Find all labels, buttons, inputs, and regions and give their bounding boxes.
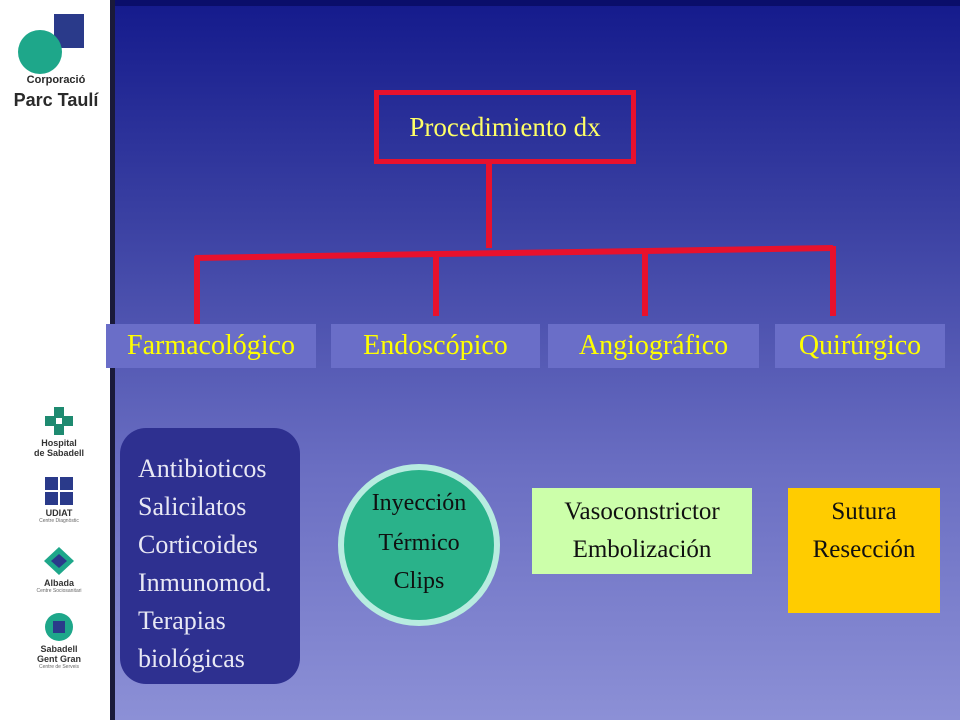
branch-farmacologico: Farmacológico	[106, 324, 316, 368]
albada-diamond-icon	[44, 547, 74, 575]
hospital-cross-icon	[45, 407, 73, 435]
sidebar	[0, 0, 112, 720]
farmacologico-list-box: Antibioticos Salicilatos Corticoides Inm…	[120, 428, 300, 684]
branch-angiografico: Angiográfico	[548, 324, 759, 368]
list-item: biológicas	[138, 644, 245, 673]
angiografico-item: Vasoconstrictor	[564, 498, 720, 525]
list-item: Salicilatos	[138, 492, 247, 521]
gent-gran-circle-icon	[45, 613, 73, 641]
institution-albada: Albada Centre Sociosanitari	[18, 546, 100, 595]
top-strip	[115, 0, 960, 6]
institution-name: Hospital	[41, 438, 77, 448]
institution-name: UDIAT	[45, 508, 73, 518]
connector-horizontal	[194, 245, 834, 261]
angiografico-box	[532, 488, 752, 574]
list-item: Corticoides	[138, 530, 258, 559]
institution-subtitle: Centre Sociosanitari	[36, 588, 82, 594]
institution-name: Sabadell	[40, 644, 78, 654]
list-item: Inmunomod.	[138, 568, 272, 597]
logo-line1: Corporació	[26, 74, 86, 86]
endoscopico-item: Inyección	[371, 490, 467, 516]
institution-name: de Sabadell	[33, 448, 85, 458]
list-item: Terapias	[138, 606, 226, 635]
udiat-grid-icon	[45, 477, 73, 505]
quirurgico-item: Resección	[812, 536, 916, 563]
institution-name: Albada	[43, 578, 74, 588]
root-node: Procedimiento dx	[374, 90, 636, 164]
branch-quirurgico: Quirúrgico	[775, 324, 945, 368]
institution-udiat: UDIAT Centre Diagnòstic	[18, 476, 100, 525]
list-item: Antibioticos	[138, 454, 267, 483]
institution-sabadell-gent-gran: Sabadell Gent Gran Centre de Serveis	[18, 612, 100, 671]
angiografico-item: Embolización	[572, 536, 712, 563]
quirurgico-box	[788, 488, 940, 613]
institution-name: Gent Gran	[36, 654, 81, 664]
logo-mark-icon	[18, 14, 84, 74]
institution-subtitle: Centre Diagnòstic	[39, 518, 79, 524]
institution-subtitle: Centre de Serveis	[38, 664, 80, 670]
branch-endoscopico: Endoscópico	[331, 324, 540, 368]
endoscopico-item: Clips	[393, 568, 445, 594]
institution-hospital-sabadell: Hospital de Sabadell	[18, 406, 100, 458]
logo-line2: Parc Taulí	[13, 90, 99, 110]
quirurgico-item: Sutura	[831, 498, 897, 525]
corporacio-logo: Corporació Parc Taulí	[10, 10, 102, 120]
endoscopico-item: Térmico	[378, 530, 460, 556]
endoscopico-circle	[338, 464, 500, 626]
